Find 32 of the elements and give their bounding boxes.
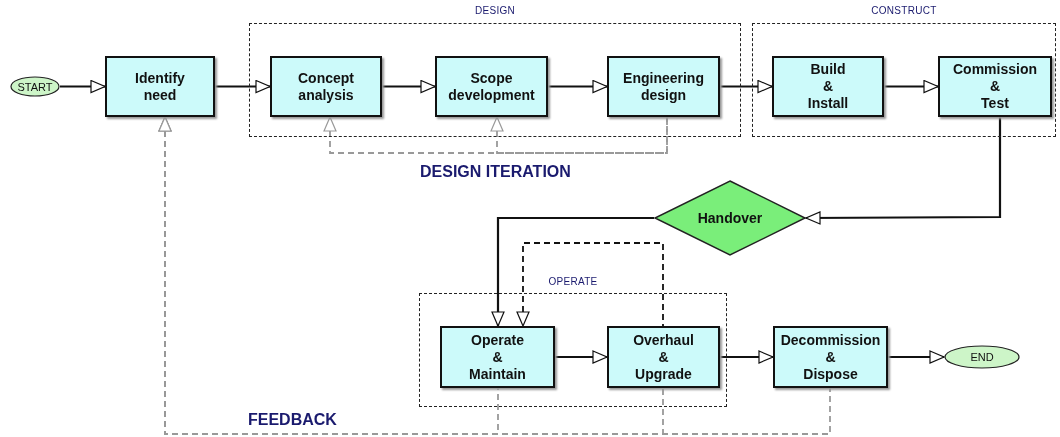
step-label: Commission & Test bbox=[953, 61, 1037, 112]
dashed-arrow bbox=[516, 242, 664, 327]
arrow bbox=[548, 79, 608, 94]
phase-heading: OPERATE bbox=[548, 276, 598, 287]
step-label: Build & Install bbox=[807, 61, 849, 112]
arrow bbox=[888, 350, 945, 364]
phase-heading: CONSTRUCT bbox=[871, 5, 937, 16]
step-label: Decommission & Dispose bbox=[780, 331, 881, 383]
terminal-label: START bbox=[17, 80, 53, 93]
phase-heading: DESIGN bbox=[474, 5, 516, 16]
arrow bbox=[720, 79, 773, 94]
section-label: FEEDBACK bbox=[248, 411, 337, 429]
dashed-arrow bbox=[158, 116, 831, 435]
step-label: Engineering design bbox=[623, 69, 704, 104]
arrow bbox=[555, 350, 608, 364]
arrow bbox=[491, 216, 654, 327]
dashed-arrow bbox=[490, 116, 668, 154]
terminal-label: END bbox=[970, 351, 994, 363]
arrow bbox=[884, 79, 939, 94]
dashed-arrow bbox=[323, 116, 668, 154]
section-label: DESIGN ITERATION bbox=[420, 163, 571, 181]
decision-label: Handover bbox=[697, 210, 763, 226]
step-label: Concept analysis bbox=[298, 69, 354, 104]
arrow bbox=[720, 350, 774, 364]
arrow bbox=[60, 79, 106, 94]
arrow bbox=[382, 79, 436, 94]
arrow bbox=[215, 79, 271, 94]
step-label: Identify need bbox=[135, 69, 185, 104]
step-label: Operate & Maintain bbox=[469, 331, 526, 383]
step-label: Overhaul & Upgrade bbox=[633, 331, 694, 383]
step-label: Scope development bbox=[448, 69, 535, 104]
arrow bbox=[805, 117, 1002, 225]
